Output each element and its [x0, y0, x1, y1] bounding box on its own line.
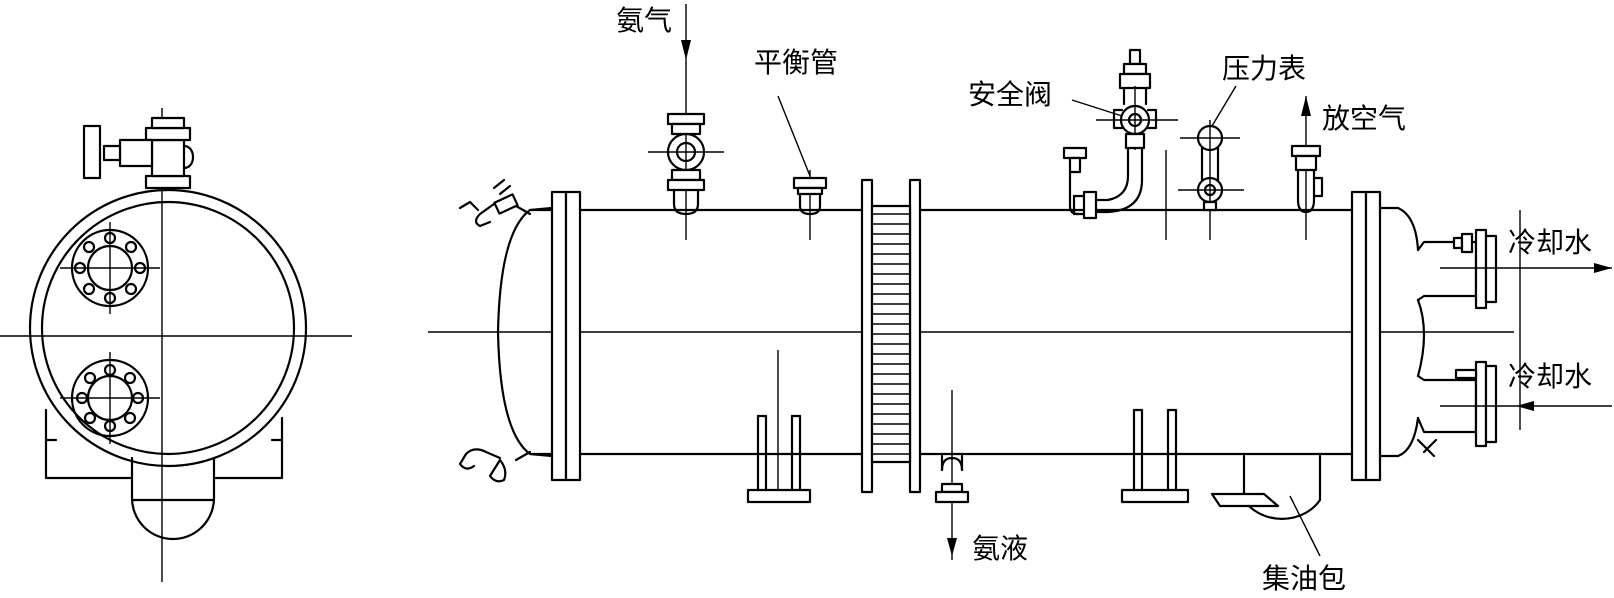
left-head — [496, 206, 554, 458]
label-oil-collector: 集油包 — [1262, 562, 1346, 595]
left-top-cock — [458, 178, 532, 228]
label-safety-valve: 安全阀 — [968, 78, 1052, 111]
ammonia-gas-inlet — [648, 4, 724, 240]
label-ammonia-liquid: 氨液 — [972, 532, 1028, 565]
safety-valve — [1062, 48, 1178, 220]
label-balance-pipe: 平衡管 — [754, 46, 838, 79]
left-tubesheet — [550, 190, 568, 482]
cooling-water-outlet — [1416, 228, 1612, 310]
ammonia-liquid-outlet — [934, 390, 970, 560]
label-cooling-water-in: 冷却水 — [1508, 360, 1592, 393]
end-view-top-valve — [82, 116, 195, 190]
lower-flange — [60, 352, 160, 444]
label-vent: 放空气 — [1322, 102, 1406, 135]
upper-flange — [60, 222, 160, 314]
support-left — [746, 350, 812, 504]
balance-pipe — [777, 95, 828, 240]
baffle-section — [860, 178, 922, 494]
right-head-top — [1372, 206, 1420, 252]
end-view — [0, 108, 352, 582]
side-view — [428, 4, 1612, 560]
right-tubesheet — [1350, 190, 1368, 482]
left-bottom-cock — [458, 448, 532, 483]
label-pressure-gauge: 压力表 — [1222, 52, 1306, 85]
label-ammonia-gas: 氨气 — [616, 4, 672, 37]
vent-valve — [1290, 96, 1324, 240]
cooling-water-inlet — [1416, 360, 1612, 458]
pressure-gauge — [1178, 85, 1244, 240]
support-right — [1120, 408, 1190, 504]
label-cooling-water-out: 冷却水 — [1508, 226, 1592, 259]
oil-collector-drum — [1210, 454, 1322, 557]
